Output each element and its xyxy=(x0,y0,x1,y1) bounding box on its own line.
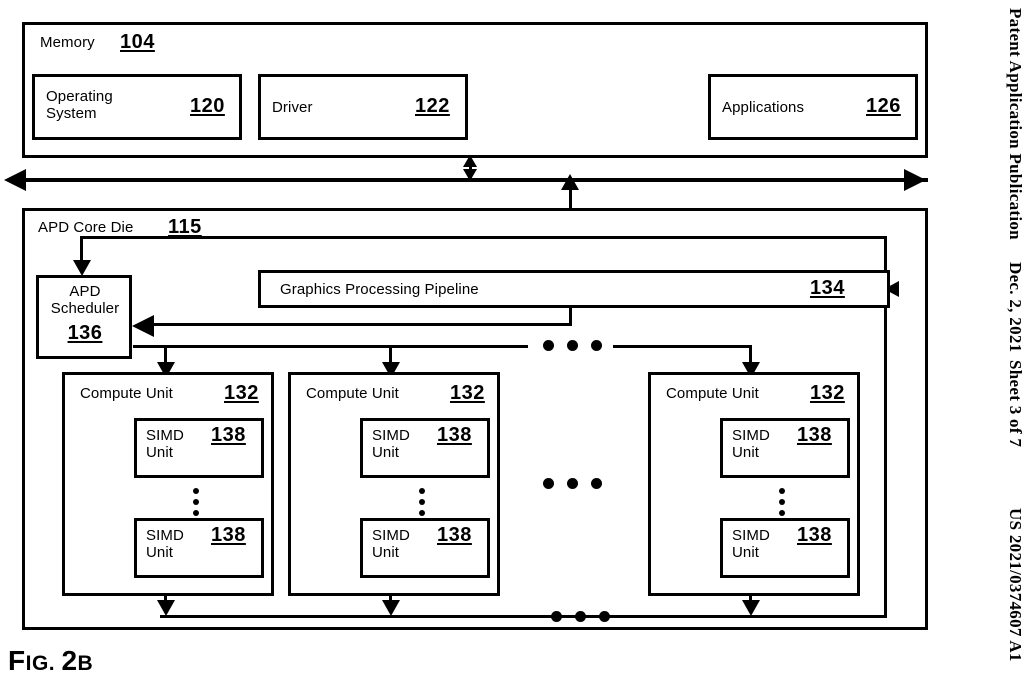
driver-label: Driver xyxy=(272,99,313,116)
applications-label: Applications xyxy=(722,99,805,116)
simd-unit-label-2b: SIMD Unit xyxy=(372,527,410,561)
simd-unit-box-3a xyxy=(720,418,850,478)
applications-ref: 126 xyxy=(866,95,901,117)
bottom-bus-ellipsis xyxy=(551,611,610,622)
simd-unit-label-2a: SIMD Unit xyxy=(372,427,410,461)
simd-unit-ref-3a: 138 xyxy=(797,424,832,446)
graphics-pipeline-box xyxy=(258,270,890,308)
compute-unit-label-1: Compute Unit xyxy=(80,385,173,402)
simd-unit-box-2b xyxy=(360,518,490,578)
header-date: Dec. 2, 2021 xyxy=(1006,262,1024,353)
bottom-bus-left xyxy=(160,615,543,618)
scheduler-input-horizontal-line xyxy=(80,236,886,239)
simd-unit-label-3a: SIMD Unit xyxy=(732,427,770,461)
simd-ellipsis-1 xyxy=(193,488,199,516)
memory-bus-connector-arrow-up xyxy=(463,155,477,167)
driver-ref: 122 xyxy=(415,95,450,117)
cu1-output-arrowhead xyxy=(157,600,175,616)
apd-return-bus-riser xyxy=(884,236,887,618)
scheduler-input-vertical-line xyxy=(80,236,83,264)
bus-pipeline-arrow-up xyxy=(561,174,579,190)
scheduler-feedback-arrowhead xyxy=(132,315,154,337)
compute-unit-ellipsis xyxy=(543,478,602,489)
figure-caption: FIG. 2B xyxy=(8,645,93,677)
dispatch-drop-cu2 xyxy=(389,345,392,367)
applications-box xyxy=(708,74,918,140)
simd-unit-box-2a xyxy=(360,418,490,478)
header-publication-number: US 2021/0374607 A1 xyxy=(1006,508,1024,662)
operating-system-label: Operating System xyxy=(46,88,113,122)
pipeline-to-scheduler-run xyxy=(140,323,572,326)
compute-unit-ref-1: 132 xyxy=(224,382,259,404)
scheduler-dispatch-bus-right xyxy=(613,345,751,348)
simd-unit-box-1b xyxy=(134,518,264,578)
simd-unit-ref-2b: 138 xyxy=(437,524,472,546)
simd-unit-ref-1b: 138 xyxy=(211,524,246,546)
dispatch-drop-cu1 xyxy=(164,345,167,367)
scheduler-input-arrowhead xyxy=(73,260,91,276)
simd-unit-label-3b: SIMD Unit xyxy=(732,527,770,561)
scheduler-dispatch-bus-left xyxy=(133,345,528,348)
apd-scheduler-box xyxy=(36,275,132,359)
apd-core-die-label: APD Core Die xyxy=(38,219,134,236)
bottom-bus-right xyxy=(621,615,886,618)
compute-unit-label-3: Compute Unit xyxy=(666,385,759,402)
simd-unit-box-3b xyxy=(720,518,850,578)
operating-system-ref: 120 xyxy=(190,95,225,117)
figure-caption-ig: IG. xyxy=(25,652,62,675)
simd-unit-label-1b: SIMD Unit xyxy=(146,527,184,561)
header-sheet: Sheet 3 of 7 xyxy=(1006,360,1024,448)
pipeline-to-scheduler-drop xyxy=(569,308,572,326)
figure-caption-num: 2 xyxy=(61,645,78,676)
graphics-pipeline-label: Graphics Processing Pipeline xyxy=(280,281,479,298)
apd-core-die-ref: 115 xyxy=(168,216,202,238)
header-publication: Patent Application Publication xyxy=(1006,8,1024,240)
dispatch-drop-cu3 xyxy=(749,345,752,367)
memory-bus-connector-arrow-down xyxy=(463,169,477,181)
cu2-output-arrowhead xyxy=(382,600,400,616)
compute-unit-ref-2: 132 xyxy=(450,382,485,404)
apd-scheduler-label: APD Scheduler xyxy=(50,283,120,317)
simd-ellipsis-3 xyxy=(779,488,785,516)
simd-unit-ref-3b: 138 xyxy=(797,524,832,546)
compute-unit-label-2: Compute Unit xyxy=(306,385,399,402)
memory-label: Memory xyxy=(40,34,95,51)
system-bus-arrow-left xyxy=(4,169,26,191)
cu3-output-arrowhead xyxy=(742,600,760,616)
graphics-pipeline-ref: 134 xyxy=(810,277,845,299)
dispatch-bus-ellipsis xyxy=(543,340,602,351)
simd-ellipsis-2 xyxy=(419,488,425,516)
memory-ref: 104 xyxy=(120,31,155,53)
apd-scheduler-ref: 136 xyxy=(67,322,103,344)
figure-caption-f: F xyxy=(8,645,26,676)
figure-caption-letter: B xyxy=(77,652,94,675)
driver-box xyxy=(258,74,468,140)
operating-system-box xyxy=(32,74,242,140)
system-bus-arrow-right xyxy=(904,169,926,191)
compute-unit-ref-3: 132 xyxy=(810,382,845,404)
simd-unit-ref-2a: 138 xyxy=(437,424,472,446)
simd-unit-ref-1a: 138 xyxy=(211,424,246,446)
simd-unit-box-1a xyxy=(134,418,264,478)
simd-unit-label-1a: SIMD Unit xyxy=(146,427,184,461)
